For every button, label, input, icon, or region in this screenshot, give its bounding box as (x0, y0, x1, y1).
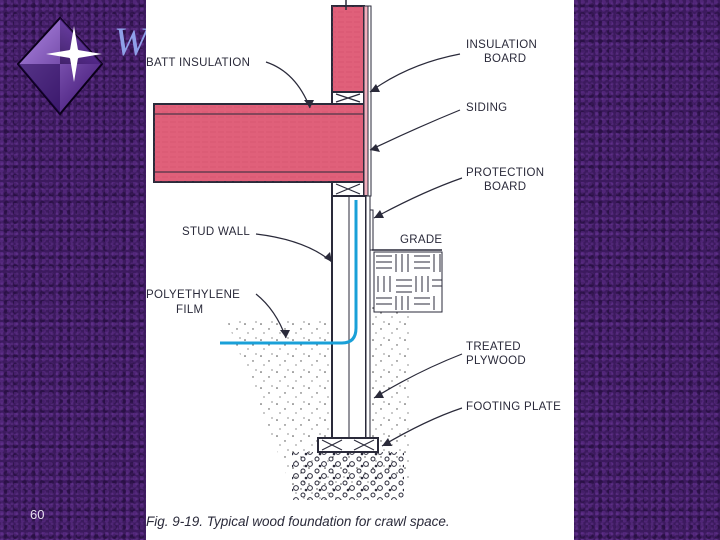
label-treated-plywood-line2: PLYWOOD (466, 355, 526, 367)
label-stud-wall: STUD WALL (182, 226, 250, 238)
figure-caption: Fig. 9-19. Typical wood foundation for c… (146, 514, 450, 529)
label-siding: SIDING (466, 102, 507, 114)
label-protection-board-line2: BOARD (484, 181, 526, 193)
label-batt-insulation: BATT INSULATION (146, 57, 250, 69)
label-grade: GRADE (400, 234, 442, 246)
foundation-figure: BATT INSULATION INSULATION BOARD SIDING … (146, 0, 574, 540)
label-insulation-board-line2: BOARD (484, 53, 526, 65)
leader-arrowheads (280, 84, 392, 446)
earth-hatch (373, 251, 443, 313)
diamond-star-icon (16, 16, 104, 116)
label-polyethylene-line1: POLYETHYLENE (146, 289, 240, 301)
treated-plywood (365, 195, 371, 439)
logo (14, 14, 110, 118)
label-treated-plywood-line1: TREATED (466, 341, 521, 353)
gravel-fill (292, 452, 404, 500)
slide-title: W (114, 19, 148, 64)
label-footing-plate: FOOTING PLATE (466, 401, 561, 413)
label-insulation-board-line1: INSULATION (466, 39, 537, 51)
label-polyethylene-line2: FILM (176, 304, 203, 316)
siding (367, 5, 372, 197)
label-protection-board-line1: PROTECTION (466, 167, 544, 179)
leader-lines (255, 53, 463, 447)
polyethylene-film (220, 200, 358, 345)
insulation-board (363, 5, 369, 197)
footing-plate (317, 437, 379, 453)
protection-board (369, 209, 374, 251)
page-number: 60 (30, 507, 45, 522)
